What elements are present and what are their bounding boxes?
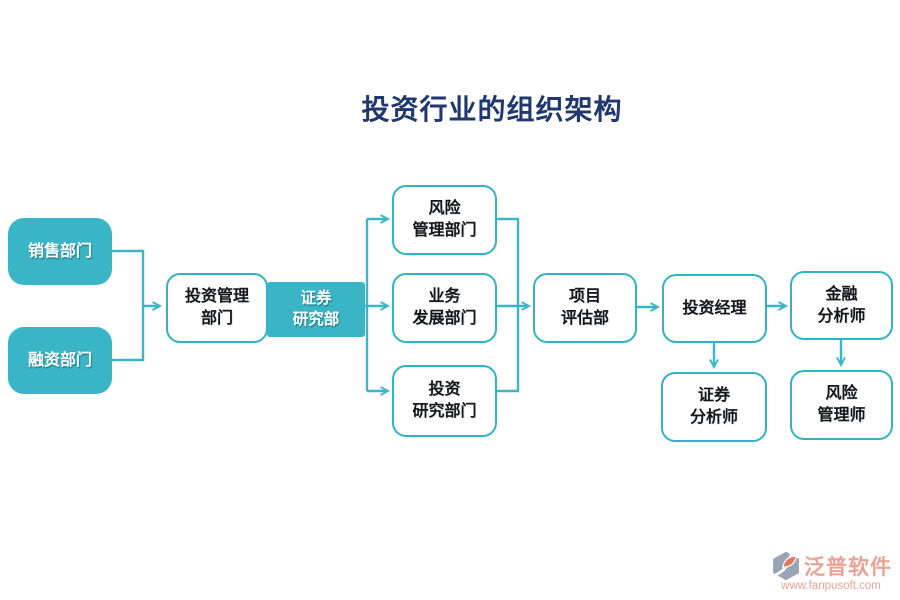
node-financing-dept: 融资部门 <box>8 327 112 394</box>
fanpu-logo-icon <box>770 550 802 582</box>
node-investment-research-dept: 投资 研究部门 <box>392 365 497 437</box>
node-financial-analyst: 金融 分析师 <box>790 271 893 340</box>
node-risk-management-dept: 风险 管理部门 <box>392 185 497 255</box>
watermark-url: www.fanpusoft.com <box>781 580 881 592</box>
page-title: 投资行业的组织架构 <box>361 95 623 126</box>
node-securities-research-dept: 证券 研究部 <box>267 282 365 337</box>
watermark: 泛普软件 www.fanpusoft.com <box>770 550 892 592</box>
watermark-brand-text: 泛普软件 <box>804 556 892 579</box>
node-project-evaluation-dept: 项目 评估部 <box>533 273 637 343</box>
node-investment-manager: 投资经理 <box>662 274 767 343</box>
edge-securities-research-trunk <box>365 219 369 391</box>
node-securities-analyst: 证券 分析师 <box>661 372 767 442</box>
node-investment-management-dept: 投资管理 部门 <box>166 273 268 343</box>
node-risk-manager: 风险 管理师 <box>790 370 893 440</box>
edge-sales-financing-join <box>112 249 145 362</box>
node-business-development-dept: 业务 发展部门 <box>392 273 497 343</box>
node-sales-dept: 销售部门 <box>8 218 112 285</box>
